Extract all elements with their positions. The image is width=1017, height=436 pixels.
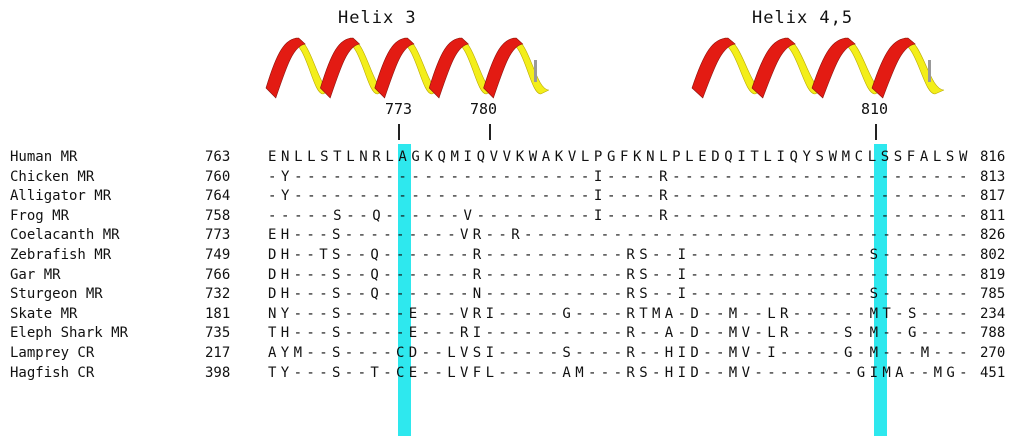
helix-4-5-label: Helix 4,5 (752, 8, 854, 28)
end-position: 270 (980, 345, 1006, 361)
species-name: Lamprey CR (10, 345, 95, 361)
helix-front-strand (428, 37, 470, 99)
helix-front-strand (265, 37, 306, 99)
sequence: DH---S--Q-------R-----------RS--I-------… (268, 266, 972, 283)
alignment-row: Gar MR 766 DH---S--Q-------R-----------RS-… (0, 267, 1017, 287)
start-position: 766 (205, 266, 231, 283)
end-position: 788 (980, 325, 1006, 342)
helix-front-strand (871, 37, 916, 99)
species-name: Frog MR (10, 207, 70, 224)
alignment-row: Chicken MR 760 -Y-----------------------I-… (0, 169, 1017, 189)
position-773-tick (398, 124, 400, 140)
helix-front-strand (751, 37, 796, 99)
species-name: Chicken MR (10, 168, 95, 185)
helix-end-cap (928, 60, 931, 82)
helix-3-ribbon-icon (265, 37, 550, 99)
alignment-row: Human MR 763 ENLLSTLNRLAGKQMIQVVKWAKVLPGFK… (0, 149, 1017, 169)
alignment-row: Lamprey CR 217 AYM--S----CD--LVSI-----S---… (0, 345, 1017, 365)
helix-back-strand (898, 37, 945, 95)
start-position: 758 (205, 207, 231, 224)
start-position: 764 (205, 188, 231, 205)
sequence: TH---S-----E---RI-----------R--A-D--MV-L… (268, 325, 972, 342)
end-position: 813 (980, 168, 1006, 185)
helix-4-5-ribbon-icon (691, 37, 945, 99)
alignment-row: Zebrafish MR 749 DH--TS--Q-------R--------… (0, 247, 1017, 267)
end-position: 811 (980, 207, 1006, 224)
sequence: TY---S--T-CE--LVFL-----AM---RS-HID--MV--… (268, 364, 972, 381)
sequence: NY---S-----E---VRI-----G----RTMA-D--M--L… (268, 305, 972, 322)
end-position: 785 (980, 286, 1006, 303)
species-name: Alligator MR (10, 188, 112, 205)
sequence: -Y-----------------------I----R---------… (268, 188, 972, 205)
sequence: DH--TS--Q-------R-----------RS--I-------… (268, 247, 972, 263)
alignment-row: Skate MR 181 NY---S-----E---VRI-----G----R… (0, 306, 1017, 326)
helix-3-label: Helix 3 (338, 8, 417, 28)
alignment-row: Frog MR 758 -----S--Q------V---------I----… (0, 208, 1017, 228)
alignment-row: Alligator MR 764 -Y-----------------------… (0, 188, 1017, 208)
start-position: 732 (205, 286, 231, 303)
helix-front-strand (691, 37, 736, 99)
species-name: Zebrafish MR (10, 247, 112, 263)
start-position: 398 (205, 364, 231, 381)
end-position: 451 (980, 364, 1006, 381)
position-810-label: 810 (861, 100, 889, 118)
end-position: 816 (980, 149, 1006, 165)
start-position: 749 (205, 247, 231, 263)
position-780-label: 780 (470, 100, 498, 118)
end-position: 826 (980, 227, 1006, 244)
start-position: 760 (205, 168, 231, 185)
alignment-row: Eleph Shark MR 735 TH---S-----E---RI------… (0, 325, 1017, 345)
species-name: Eleph Shark MR (10, 325, 129, 342)
start-position: 735 (205, 325, 231, 342)
helix-front-strand (811, 37, 856, 99)
sequence: ENLLSTLNRLAGKQMIQVVKWAKVLPGFKNLPLEDQITLI… (268, 149, 972, 165)
end-position: 817 (980, 188, 1006, 205)
species-name: Coelacanth MR (10, 227, 120, 244)
helix-end-cap (534, 60, 537, 82)
start-position: 217 (205, 345, 231, 361)
alignment-row: Hagfish CR 398 TY---S--T-CE--LVFL-----AM--… (0, 365, 1017, 385)
helix-front-strand (320, 37, 361, 99)
sequence: EH---S---------VR--R--------------------… (268, 227, 972, 244)
highlight-column-773 (398, 144, 411, 436)
sequence: DH---S--Q-------N-----------RS--I-------… (268, 286, 972, 303)
helix-back-strand (507, 37, 550, 95)
end-position: 802 (980, 247, 1006, 263)
highlight-column-810 (874, 144, 887, 436)
position-773-label: 773 (385, 100, 413, 118)
end-position: 819 (980, 266, 1006, 283)
sequence: -Y-----------------------I----R---------… (268, 168, 972, 185)
sequence: -----S--Q------V---------I----R---------… (268, 207, 972, 224)
species-name: Gar MR (10, 266, 61, 283)
start-position: 763 (205, 149, 231, 165)
end-position: 234 (980, 305, 1006, 322)
species-name: Hagfish CR (10, 364, 95, 381)
alignment-row: Coelacanth MR 773 EH---S---------VR--R----… (0, 227, 1017, 247)
helix-front-strand (374, 37, 415, 99)
position-780-tick (489, 124, 491, 140)
sequence: AYM--S----CD--LVSI-----S----R--HID--MV-I… (268, 345, 972, 361)
species-name: Skate MR (10, 305, 78, 322)
species-name: Human MR (10, 149, 78, 165)
alignment-row: Sturgeon MR 732 DH---S--Q-------N---------… (0, 286, 1017, 306)
species-name: Sturgeon MR (10, 286, 103, 303)
start-position: 181 (205, 305, 231, 322)
helix-front-strand (483, 37, 524, 99)
position-810-tick (875, 124, 877, 140)
start-position: 773 (205, 227, 231, 244)
